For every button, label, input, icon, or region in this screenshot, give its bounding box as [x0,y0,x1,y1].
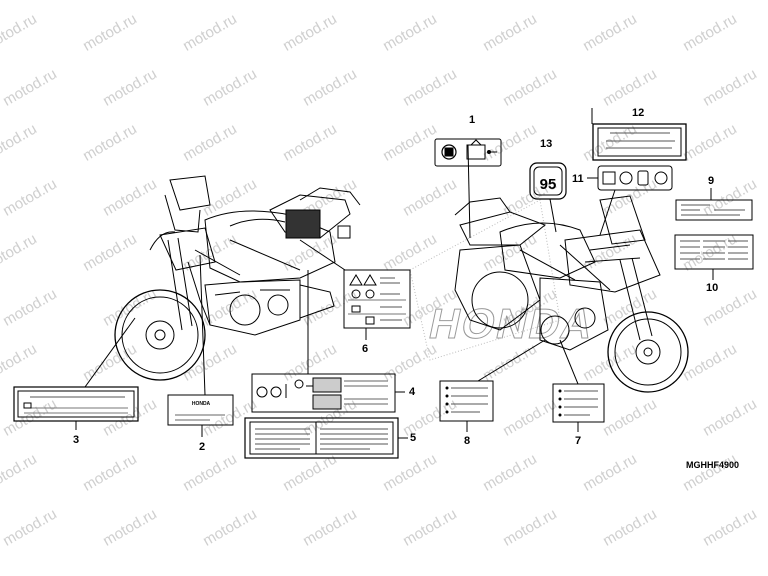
callout-2: 2 [199,441,206,453]
fuel-octane-number: 95 [539,176,557,193]
label-5 [244,417,408,459]
callout-9: 9 [708,175,715,187]
label-9 [675,188,753,221]
label-11 [587,165,673,236]
callout-13: 13 [540,138,553,150]
label-1 [434,138,502,239]
callout-7: 7 [575,435,582,447]
label-13 [529,162,567,233]
callout-6: 6 [362,343,369,355]
label-10 [674,234,754,280]
callout-12: 12 [632,107,645,119]
label-4 [251,270,405,413]
callout-1: 1 [469,114,476,126]
label-6 [299,239,411,340]
callout-11: 11 [572,173,584,185]
label-8 [439,339,546,432]
label-3 [13,317,139,430]
motorcycle-left-drawing [114,175,361,381]
label-7 [552,339,605,432]
callout-10: 10 [706,282,719,294]
label-2 [167,254,234,437]
label-12 [591,108,687,161]
callout-3: 3 [73,434,80,446]
label-2-brand-text: HONDA [191,401,211,407]
callout-5: 5 [410,432,417,444]
callout-8: 8 [464,435,471,447]
motorcycle-right-drawing [409,195,689,393]
callout-4: 4 [409,386,416,398]
part-code: MGHHF4900 [686,460,740,470]
